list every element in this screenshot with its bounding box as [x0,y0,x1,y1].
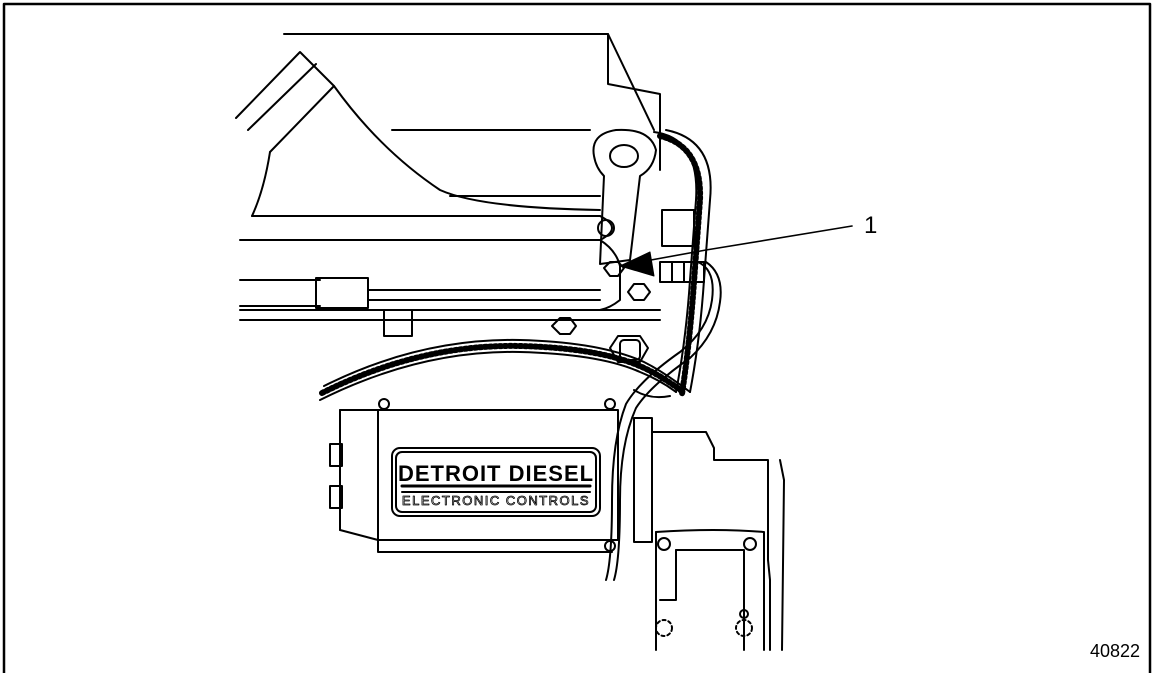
sensor-lead [605,209,722,581]
right-housing [633,417,785,651]
callout-leader [619,225,853,277]
logo-line-2: ELECTRONIC CONTROLS [402,493,590,508]
ecm-module [329,398,619,553]
logo-line-1: DETROIT DIESEL [398,461,594,486]
upper-manifold [235,33,661,217]
lifting-eye [592,128,657,265]
figure-number: 40822 [1090,641,1141,661]
callout-label: 1 [864,212,878,239]
mounting-rail [239,215,661,337]
